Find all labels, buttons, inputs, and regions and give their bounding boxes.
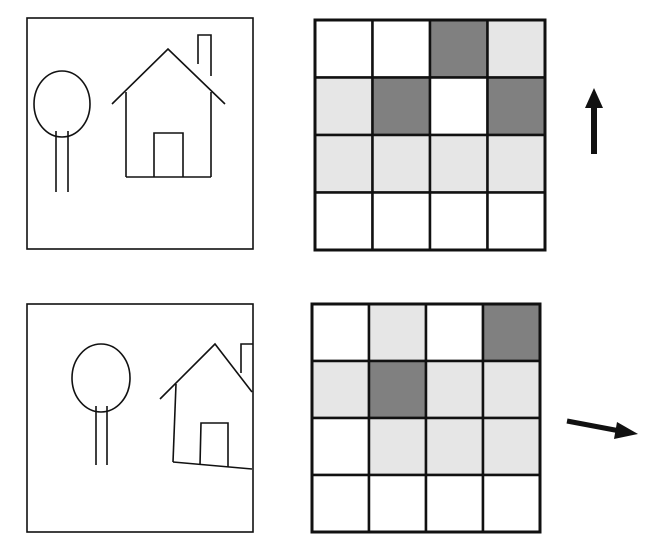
top-grid-cell-dark	[428, 18, 489, 79]
top-grid-cell-light	[313, 76, 374, 137]
up-arrow-icon	[585, 88, 603, 154]
bottom-image-frame	[26, 303, 254, 533]
bottom-grid-cell-white	[424, 473, 485, 534]
bottom-grid-cell-white	[424, 302, 485, 363]
top-grid-cell-white	[486, 191, 547, 252]
bottom-grid-cell-white	[310, 473, 371, 534]
bottom-grid-cell-white	[310, 302, 371, 363]
top-grid-cell-white	[428, 191, 489, 252]
house-icon	[111, 34, 226, 178]
bottom-grid-cell-light	[367, 302, 428, 363]
top-grid-cell-light	[486, 133, 547, 194]
top-grid-cell-white	[371, 191, 432, 252]
top-grid-cell-light	[313, 133, 374, 194]
top-grid-border	[313, 18, 547, 252]
top-image-frame	[26, 17, 254, 250]
bottom-grid-cell-light	[367, 416, 428, 477]
bottom-grid-cell-light	[481, 416, 542, 477]
top-grid-cell-white	[371, 18, 432, 79]
bottom-grid-border	[310, 302, 542, 534]
top-grid-cell-light	[371, 133, 432, 194]
top-image-panel	[26, 17, 254, 250]
top-grid-cell-dark	[486, 76, 547, 137]
bottom-image-panel	[26, 303, 254, 533]
bottom-grid-cell-light	[310, 359, 371, 420]
bottom-grid-cell-light	[481, 359, 542, 420]
bottom-grid-cell-white	[481, 473, 542, 534]
right-down-arrow-icon	[566, 418, 638, 439]
top-grid-cell-light	[428, 133, 489, 194]
bottom-grid-cell-white	[310, 416, 371, 477]
top-grid-cell-light	[486, 18, 547, 79]
bottom-grid-cell-dark	[367, 359, 428, 420]
bottom-row	[26, 302, 638, 534]
house-icon	[159, 342, 253, 470]
top-row	[26, 17, 603, 252]
top-grid-cell-white	[313, 191, 374, 252]
bottom-grid-cell-light	[424, 359, 485, 420]
tree-icon	[71, 343, 131, 465]
bottom-grid	[310, 302, 542, 534]
bottom-grid-cell-white	[367, 473, 428, 534]
bottom-grid-cell-light	[424, 416, 485, 477]
top-grid-cell-white	[313, 18, 374, 79]
top-grid-cell-white	[428, 76, 489, 137]
top-grid-cell-dark	[371, 76, 432, 137]
bottom-grid-cell-dark	[481, 302, 542, 363]
top-grid	[313, 18, 547, 252]
tree-icon	[33, 70, 91, 192]
